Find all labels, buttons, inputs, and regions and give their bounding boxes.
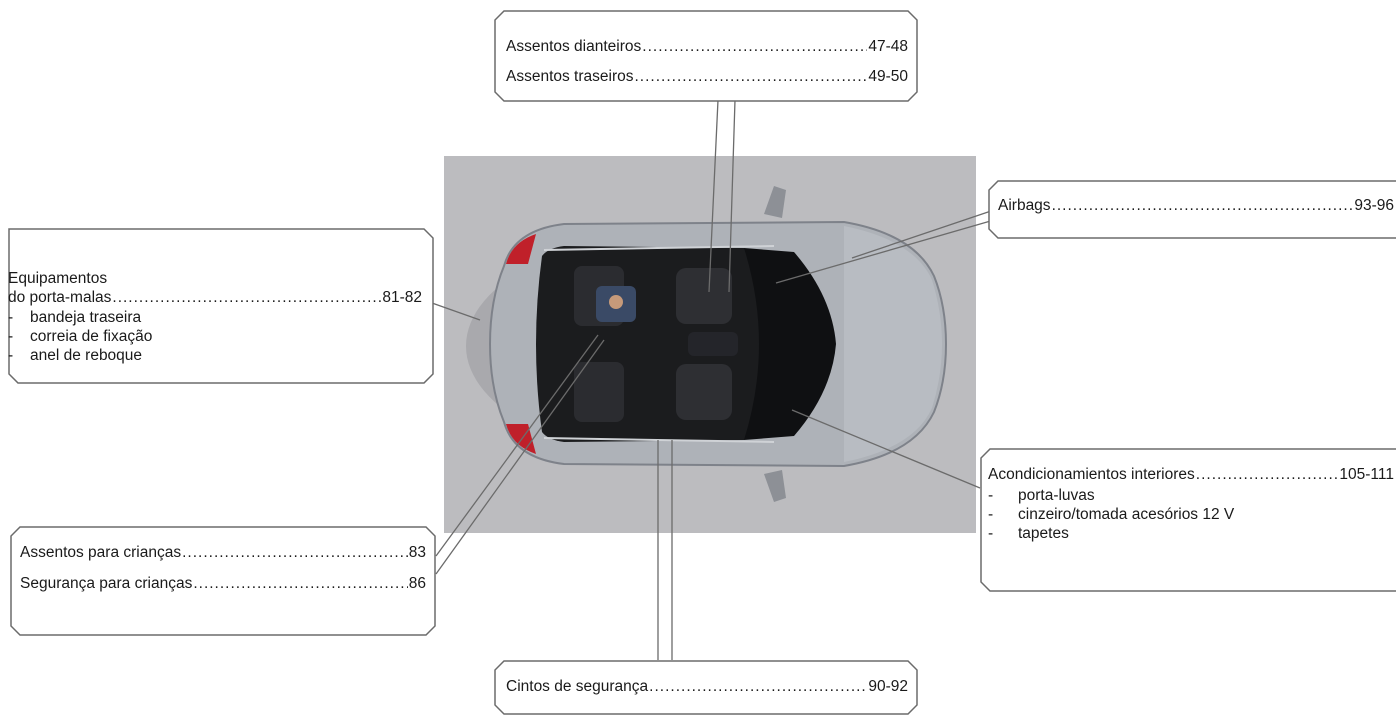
callout-airbags: Airbags 93-96 bbox=[988, 180, 1396, 239]
mirror-right bbox=[764, 470, 786, 502]
mirror-left bbox=[764, 186, 786, 218]
entry-label: do porta-malas bbox=[8, 289, 112, 306]
entry-label: Assentos traseiros bbox=[506, 68, 634, 85]
dot-leader bbox=[649, 677, 867, 696]
toc-entry-interior[interactable]: Acondicionamientos interiores 105-111 bbox=[988, 465, 1394, 484]
callout-frame bbox=[494, 10, 918, 102]
dot-leader bbox=[635, 67, 868, 86]
boot-item: -correia de fixação bbox=[8, 328, 153, 345]
toc-entry-child-safety[interactable]: Segurança para crianças 86 bbox=[20, 574, 426, 593]
dot-leader bbox=[193, 574, 407, 593]
entry-label: Assentos para crianças bbox=[20, 544, 182, 561]
entry-pages: 86 bbox=[408, 575, 426, 592]
callout-seats: Assentos dianteiros 47-48 Assentos trase… bbox=[494, 10, 918, 102]
callout-frame bbox=[980, 448, 1396, 592]
entry-pages: 105-111 bbox=[1339, 466, 1394, 483]
entry-label: Segurança para crianças bbox=[20, 575, 193, 592]
boot-item: -anel de reboque bbox=[8, 347, 143, 364]
interior-item: -cinzeiro/tomada acesórios 12 V bbox=[988, 506, 1235, 523]
car-top-view-image bbox=[444, 156, 976, 533]
callout-belts: Cintos de segurança 90-92 bbox=[494, 660, 918, 715]
dot-leader bbox=[1052, 196, 1354, 215]
toc-entry-boot[interactable]: do porta-malas 81-82 bbox=[8, 288, 422, 307]
callout-interior: Acondicionamientos interiores 105-111 -p… bbox=[980, 448, 1396, 592]
car-illustration bbox=[466, 186, 948, 502]
toc-entry-child-seats[interactable]: Assentos para crianças 83 bbox=[20, 543, 426, 562]
toc-entry-airbags[interactable]: Airbags 93-96 bbox=[998, 196, 1394, 215]
entry-pages: 83 bbox=[408, 544, 426, 561]
dot-leader bbox=[642, 37, 867, 56]
toc-entry-rear-seats[interactable]: Assentos traseiros 49-50 bbox=[506, 67, 908, 86]
entry-label: Assentos dianteiros bbox=[506, 38, 642, 55]
callout-children: Assentos para crianças 83 Segurança para… bbox=[10, 526, 436, 636]
tail-light-left bbox=[506, 234, 536, 264]
entry-label: Airbags bbox=[998, 197, 1051, 214]
entry-pages: 90-92 bbox=[868, 678, 908, 695]
entry-pages: 93-96 bbox=[1354, 197, 1394, 214]
entry-label: Cintos de segurança bbox=[506, 678, 649, 695]
entry-pages: 49-50 bbox=[868, 68, 908, 85]
entry-pages: 81-82 bbox=[382, 289, 422, 306]
toc-entry-front-seats[interactable]: Assentos dianteiros 47-48 bbox=[506, 37, 908, 56]
interior-item: -tapetes bbox=[988, 525, 1069, 542]
dot-leader bbox=[112, 288, 381, 307]
toc-entry-seat-belts[interactable]: Cintos de segurança 90-92 bbox=[506, 677, 908, 696]
callout-boot: Equipamentos do porta-malas 81-82 -bande… bbox=[8, 228, 434, 384]
boot-item: -bandeja traseira bbox=[8, 309, 142, 326]
boot-title: Equipamentos bbox=[8, 270, 108, 287]
dot-leader bbox=[1196, 465, 1339, 484]
entry-pages: 47-48 bbox=[868, 38, 908, 55]
entry-label: Acondicionamientos interiores bbox=[988, 466, 1195, 483]
dot-leader bbox=[182, 543, 408, 562]
windscreen bbox=[744, 248, 836, 440]
interior-item: -porta-luvas bbox=[988, 487, 1095, 504]
